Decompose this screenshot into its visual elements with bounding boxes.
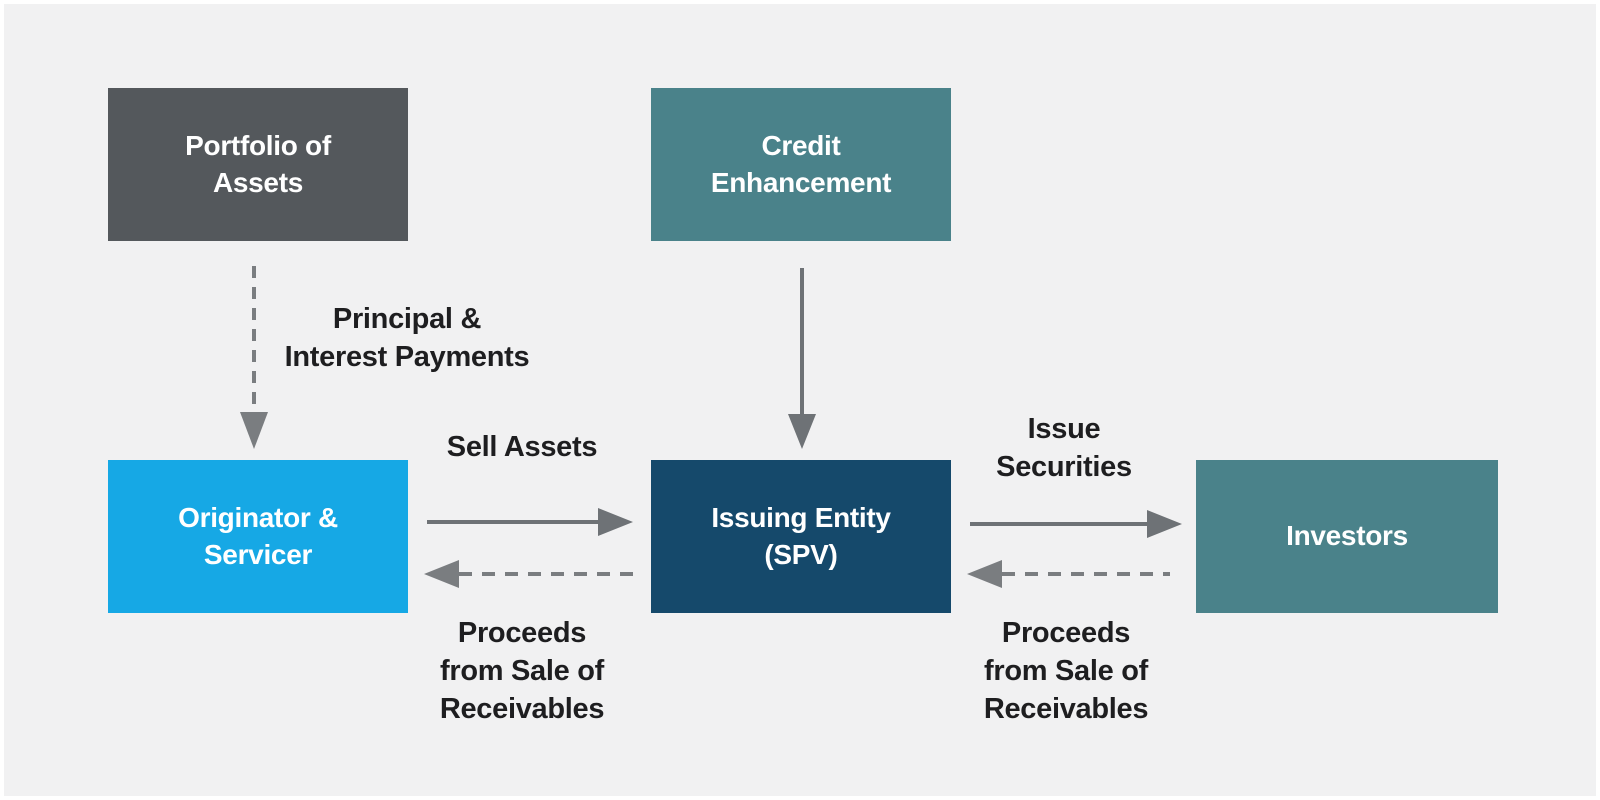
node-credit-enhancement: Credit Enhancement bbox=[651, 88, 951, 241]
arrow-proceeds-right bbox=[967, 560, 1170, 588]
label-proceeds-from-sale-left: Proceeds from Sale of Receivables bbox=[439, 617, 605, 725]
node-credit-enhancement-label: Credit Enhancement bbox=[710, 129, 892, 198]
node-investors-label: Investors bbox=[1286, 520, 1408, 552]
label-principal-interest-payments: Principal & Interest Payments bbox=[284, 303, 530, 373]
node-originator-servicer: Originator & Servicer bbox=[108, 460, 408, 613]
label-issue-securities: Issue Securities bbox=[996, 413, 1132, 483]
arrow-credit-support bbox=[788, 268, 816, 449]
node-issuing-entity-label: Issuing Entity (SPV) bbox=[711, 501, 891, 570]
node-originator-label: Originator & Servicer bbox=[178, 501, 338, 570]
node-portfolio-label: Portfolio of Assets bbox=[185, 129, 331, 198]
arrow-principal-interest-payments bbox=[240, 266, 268, 449]
node-portfolio-of-assets: Portfolio of Assets bbox=[108, 88, 408, 241]
node-issuing-entity-spv: Issuing Entity (SPV) bbox=[651, 460, 951, 613]
label-proceeds-from-sale-right: Proceeds from Sale of Receivables bbox=[983, 617, 1149, 725]
arrow-proceeds-left bbox=[424, 560, 642, 588]
node-investors: Investors bbox=[1196, 460, 1498, 613]
arrow-sell-assets bbox=[427, 508, 633, 536]
arrow-issue-securities bbox=[970, 510, 1182, 538]
label-sell-assets: Sell Assets bbox=[446, 431, 598, 463]
